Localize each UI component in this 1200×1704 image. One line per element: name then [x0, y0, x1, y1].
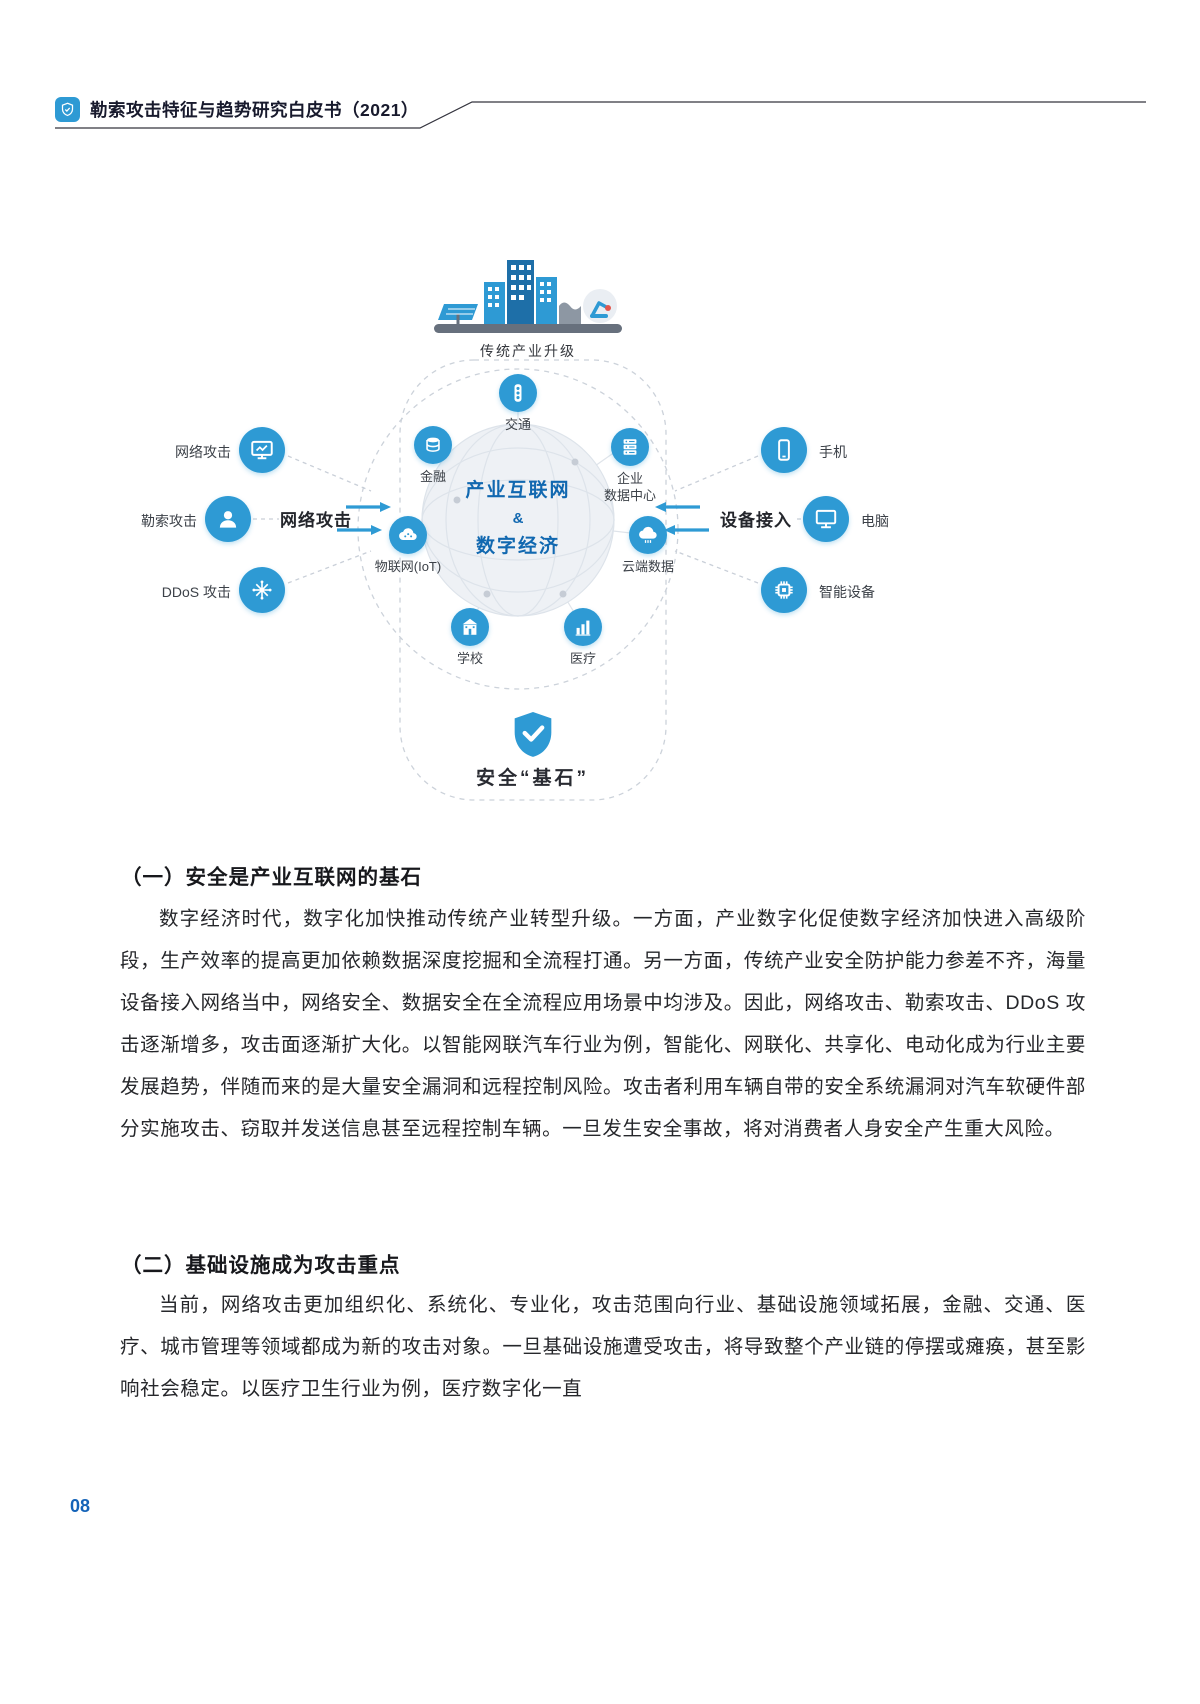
node-datacenter: 企业 数据中心: [575, 428, 685, 505]
left-item-ddos-attack-label: DDoS 攻击: [161, 584, 231, 600]
node-traditional-industry: 传统产业升级: [428, 250, 628, 361]
node-datacenter-label-1: 企业: [616, 471, 643, 486]
node-traffic-label: 交通: [504, 417, 531, 432]
diagram-center-title: 产业互联网 & 数字经济: [438, 477, 598, 561]
node-datacenter-label-2: 数据中心: [603, 487, 656, 503]
node-school: 学校: [420, 608, 520, 668]
right-flow-label: 设备接入: [720, 511, 792, 530]
iot-cloud-icon: [389, 516, 427, 554]
left-item-network-attack-label: 网络攻击: [175, 444, 231, 460]
header-title: 勒索攻击特征与趋势研究白皮书（2021）: [90, 100, 419, 120]
node-medical: 医疗: [533, 608, 633, 668]
left-flow-label: 网络攻击: [280, 511, 352, 530]
node-datacenter-label: 企业 数据中心: [604, 471, 656, 505]
finance-coins-icon: [414, 426, 452, 464]
medical-chart-icon: [564, 608, 602, 646]
chip-icon: [761, 567, 807, 613]
node-iot: 物联网(IoT): [358, 516, 458, 576]
shield-check-icon: [55, 97, 80, 122]
right-item-computer-label: 电脑: [861, 513, 889, 529]
center-line-3: 数字经济: [475, 536, 560, 557]
left-item-ransom-attack-label: 勒索攻击: [141, 513, 197, 529]
school-icon: [451, 608, 489, 646]
page-header: 勒索攻击特征与趋势研究白皮书（2021）: [55, 97, 419, 122]
section-1-body: 数字经济时代，数字化加快推动传统产业转型升级。一方面，产业数字化促使数字经济加快…: [120, 908, 1086, 1140]
monitor-attack-icon: [239, 427, 285, 473]
right-item-smart-device-label: 智能设备: [819, 584, 875, 600]
node-cloud-label: 云端数据: [621, 559, 674, 574]
traffic-light-icon: [499, 374, 537, 412]
computer-icon: [803, 496, 849, 542]
ransom-attacker-icon: [205, 496, 251, 542]
section-1-title: （一）安全是产业互联网的基石: [121, 866, 422, 889]
ddos-burst-icon: [239, 567, 285, 613]
node-iot-label: 物联网(IoT): [374, 559, 442, 574]
top-node-label: 传统产业升级: [480, 343, 576, 359]
section-2-title: （二）基础设施成为攻击重点: [121, 1254, 401, 1277]
node-finance-label: 金融: [419, 469, 446, 484]
shield-icon: [514, 712, 551, 757]
section-2-body: 当前，网络攻击更加组织化、系统化、专业化，攻击范围向行业、基础设施领域拓展，金融…: [120, 1294, 1086, 1400]
cloud-data-icon: [629, 516, 667, 554]
right-item-phone-label: 手机: [819, 444, 847, 460]
node-medical-label: 医疗: [569, 651, 596, 666]
datacenter-icon: [611, 428, 649, 466]
node-finance: 金融: [383, 426, 483, 486]
node-security-cornerstone: 安全“基石”: [440, 710, 625, 790]
node-school-label: 学校: [456, 651, 483, 666]
page-number: 08: [70, 1496, 91, 1516]
center-line-1: 产业互联网: [465, 480, 571, 501]
bottom-node-label: 安全“基石”: [475, 768, 589, 789]
phone-icon: [761, 427, 807, 473]
industry-city-icon: [434, 260, 622, 333]
node-cloud: 云端数据: [598, 516, 698, 576]
center-line-2: &: [512, 510, 524, 527]
node-traffic: 交通: [468, 374, 568, 434]
